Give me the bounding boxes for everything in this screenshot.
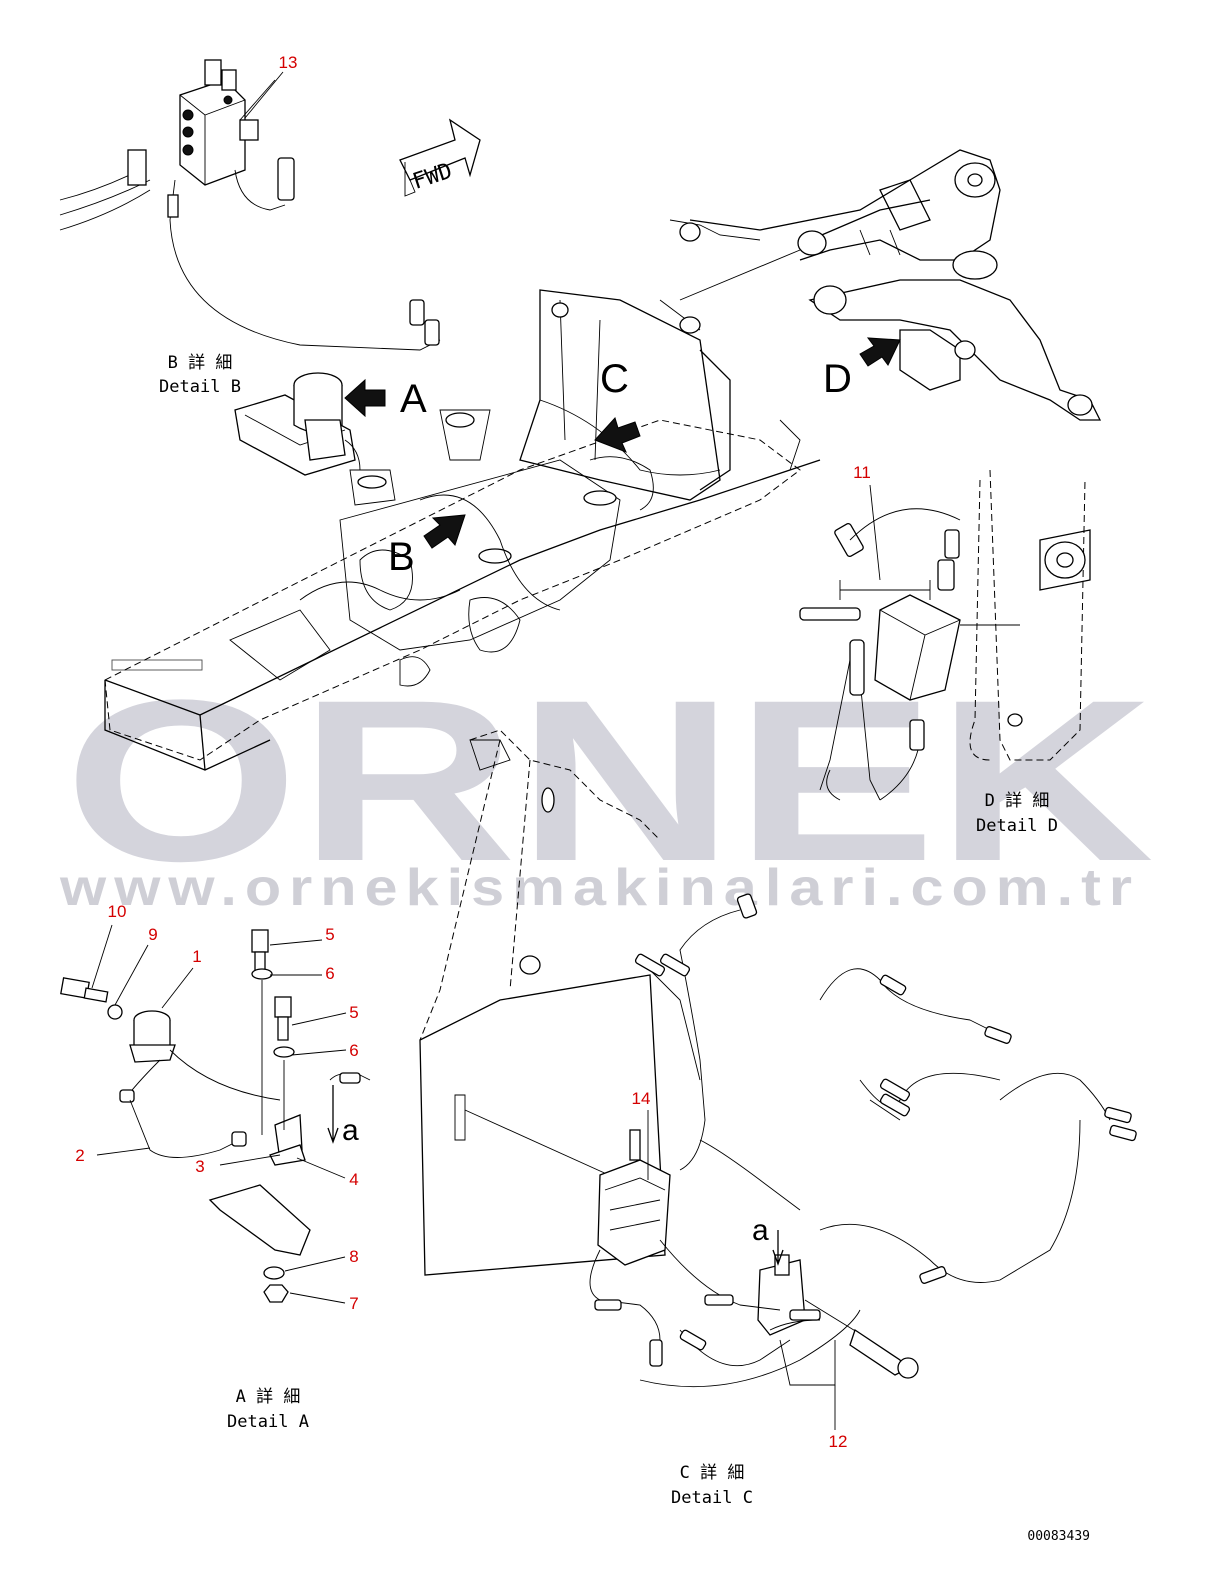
callout-4: 4: [349, 1170, 358, 1189]
valve-11: [799, 508, 1020, 801]
callout-10: 10: [108, 902, 127, 921]
callout-leaders: [91, 71, 881, 1430]
main-frame: [104, 289, 821, 771]
drawing-number: 00083439: [1027, 1529, 1090, 1544]
detail-captions: B 詳 細 Detail B D 詳 細 Detail D A 詳 細 Deta…: [159, 353, 1058, 1508]
detail-a-en: Detail A: [227, 1412, 309, 1432]
detail-b-en: Detail B: [159, 377, 241, 397]
view-label-d: D: [823, 357, 852, 401]
detail-c-parts: [589, 893, 1137, 1388]
callout-11: 11: [853, 463, 871, 482]
callout-6b: 6: [349, 1041, 358, 1060]
view-arrow-a-icon: [344, 378, 386, 418]
view-arrow-d-icon: [859, 337, 901, 367]
solenoid-detail-b: [234, 372, 361, 476]
watermark-url: www.ornekismakinalari.com.tr: [59, 859, 1140, 917]
view-label-a-small-2: a: [752, 1214, 769, 1247]
callout-5b: 5: [349, 1003, 358, 1022]
callout-5a: 5: [325, 925, 334, 944]
callout-8: 8: [349, 1247, 358, 1266]
callout-13: 13: [279, 53, 298, 72]
valve-13: [59, 59, 441, 351]
detail-d-en: Detail D: [976, 816, 1058, 836]
rear-panel: [419, 729, 666, 1276]
callout-3: 3: [195, 1157, 204, 1176]
callout-6a: 6: [325, 964, 334, 983]
detail-a-parts: [60, 929, 371, 1303]
detail-a-jp: A 詳 細: [236, 1387, 301, 1407]
detail-c-jp: C 詳 細: [680, 1463, 745, 1483]
callout-14: 14: [632, 1089, 651, 1108]
view-label-a: A: [400, 377, 427, 421]
detail-d-jp: D 詳 細: [985, 791, 1050, 811]
view-arrow-a-small-icon: [327, 1085, 339, 1144]
view-label-a-small: a: [342, 1114, 359, 1147]
watermark: ORNEK www.ornekismakinalari.com.tr: [59, 652, 1154, 917]
callout-numbers: 13 11 10 9 1 5 6 5 6 2 3 4 8 7 14 12: [75, 53, 871, 1451]
fwd-arrow: FWD: [399, 118, 481, 197]
view-label-b: B: [388, 535, 415, 579]
callout-12: 12: [829, 1432, 848, 1451]
view-arrow-c-icon: [594, 417, 641, 453]
callout-2: 2: [75, 1146, 84, 1165]
view-arrows: A B C D a a: [327, 337, 901, 1266]
detail-c-en: Detail C: [671, 1488, 753, 1508]
view-label-c: C: [600, 357, 629, 401]
boom-outline: [969, 469, 1091, 761]
callout-1: 1: [192, 947, 201, 966]
loader-arms: [669, 149, 1102, 421]
callout-9: 9: [148, 925, 157, 944]
view-arrow-a-small-2-icon: [772, 1230, 784, 1266]
watermark-brand: ORNEK: [64, 652, 1154, 909]
callout-7: 7: [349, 1294, 358, 1313]
view-arrow-b-icon: [423, 514, 466, 549]
detail-b-jp: B 詳 細: [168, 353, 233, 373]
